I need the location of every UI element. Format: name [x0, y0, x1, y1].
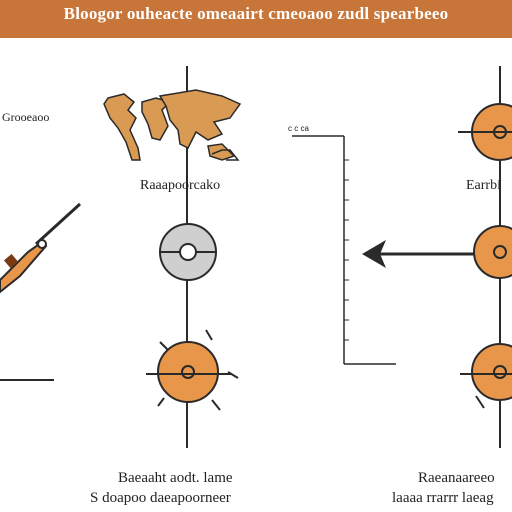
compass-target-icon — [159, 223, 217, 281]
map-caption: Raaapoorcako — [140, 178, 221, 193]
crosshair-icon — [460, 343, 512, 409]
bottom-right-line2: laaaa rrarrr laeag — [392, 490, 494, 506]
bottom-middle-line1: Baeaaht aodt. lame — [118, 470, 233, 486]
crosshair-icon — [473, 225, 512, 279]
world-map-icon — [103, 89, 242, 161]
header-banner: Bloogor ouheacte omeaairt cmeoaoo zudl s… — [0, 0, 512, 38]
compass-target-icon — [146, 329, 239, 411]
banner-title: Bloogor ouheacte omeaairt cmeoaoo zudl s… — [63, 4, 449, 23]
crosshair-icon — [458, 103, 512, 161]
bottom-right-line1: Raeanaareeo — [418, 470, 495, 486]
arrow-left-icon — [362, 240, 482, 268]
scale-tick-label: c c ca — [288, 124, 309, 133]
left-top-label: Grooeaoo — [2, 110, 50, 124]
scale-axis — [292, 135, 396, 365]
bottom-middle-line2: S doapoo daeapoorneer — [90, 490, 231, 506]
right-caption: Earrbi — [466, 178, 501, 193]
thermometer-icon — [0, 202, 82, 294]
